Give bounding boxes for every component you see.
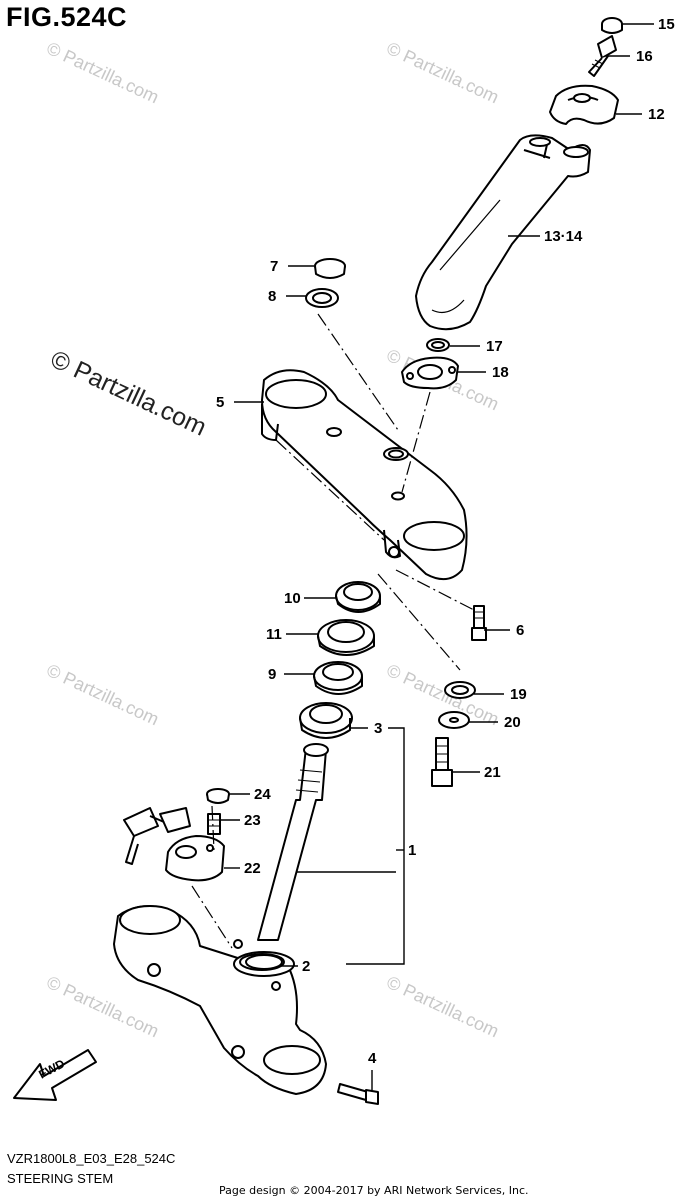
part-11-seal bbox=[317, 619, 375, 656]
part-23-bolt bbox=[207, 813, 221, 835]
part-22-ignition bbox=[123, 807, 225, 882]
part-8-washer bbox=[305, 288, 339, 308]
page-credit: Page design © 2004-2017 by ARI Network S… bbox=[219, 1184, 529, 1197]
callout-16: 16 bbox=[636, 48, 653, 65]
callout-7: 7 bbox=[270, 258, 279, 275]
part-1-steering-stem bbox=[113, 743, 329, 1095]
part-17-washer bbox=[426, 338, 450, 352]
part-7-cap bbox=[314, 258, 346, 279]
callout-10: 10 bbox=[284, 590, 301, 607]
section-name: STEERING STEM bbox=[7, 1171, 114, 1186]
callout-23: 23 bbox=[244, 812, 261, 829]
part-2-seal bbox=[239, 953, 285, 971]
fwd-arrow bbox=[13, 1049, 97, 1101]
callout-18: 18 bbox=[492, 364, 509, 381]
callout-22: 22 bbox=[244, 860, 261, 877]
callout-21: 21 bbox=[484, 764, 501, 781]
callout-11: 11 bbox=[266, 626, 282, 643]
callout-12: 12 bbox=[648, 106, 665, 123]
callout-9: 9 bbox=[268, 666, 277, 683]
part-9-bearing bbox=[313, 661, 363, 695]
part-21-bolt bbox=[431, 737, 453, 787]
callout-20: 20 bbox=[504, 714, 521, 731]
callout-24: 24 bbox=[254, 786, 271, 803]
callout-1: 1 bbox=[408, 842, 417, 859]
part-20-washer bbox=[438, 711, 470, 729]
model-code: VZR1800L8_E03_E28_524C bbox=[7, 1151, 176, 1166]
part-6-bolt bbox=[471, 605, 487, 641]
callout-19: 19 bbox=[510, 686, 527, 703]
part-5-upper-bracket bbox=[261, 369, 468, 581]
callout-2: 2 bbox=[302, 958, 311, 975]
part-24-cap bbox=[206, 788, 230, 804]
callout-13-14: 13·14 bbox=[544, 228, 583, 245]
part-4-bolt bbox=[337, 1083, 379, 1105]
part-16-bolt bbox=[588, 35, 617, 77]
callout-8: 8 bbox=[268, 288, 277, 305]
callout-5: 5 bbox=[216, 394, 225, 411]
reference-lines bbox=[191, 313, 475, 949]
callout-4: 4 bbox=[368, 1050, 377, 1067]
callout-17: 17 bbox=[486, 338, 503, 355]
callout-6: 6 bbox=[516, 622, 525, 639]
part-3-bearing bbox=[299, 702, 353, 739]
part-10-nut bbox=[335, 581, 381, 613]
callout-15: 15 bbox=[658, 16, 675, 33]
figure-title: FIG.524C bbox=[6, 2, 128, 32]
part-12-clamp bbox=[549, 84, 619, 125]
part-18-plate bbox=[401, 356, 459, 390]
leader-lines bbox=[220, 23, 654, 1090]
part-19-seal bbox=[444, 681, 476, 699]
callout-3: 3 bbox=[374, 720, 383, 737]
part-15-cap bbox=[601, 17, 623, 34]
part-13-14-handlebar bbox=[415, 134, 591, 331]
